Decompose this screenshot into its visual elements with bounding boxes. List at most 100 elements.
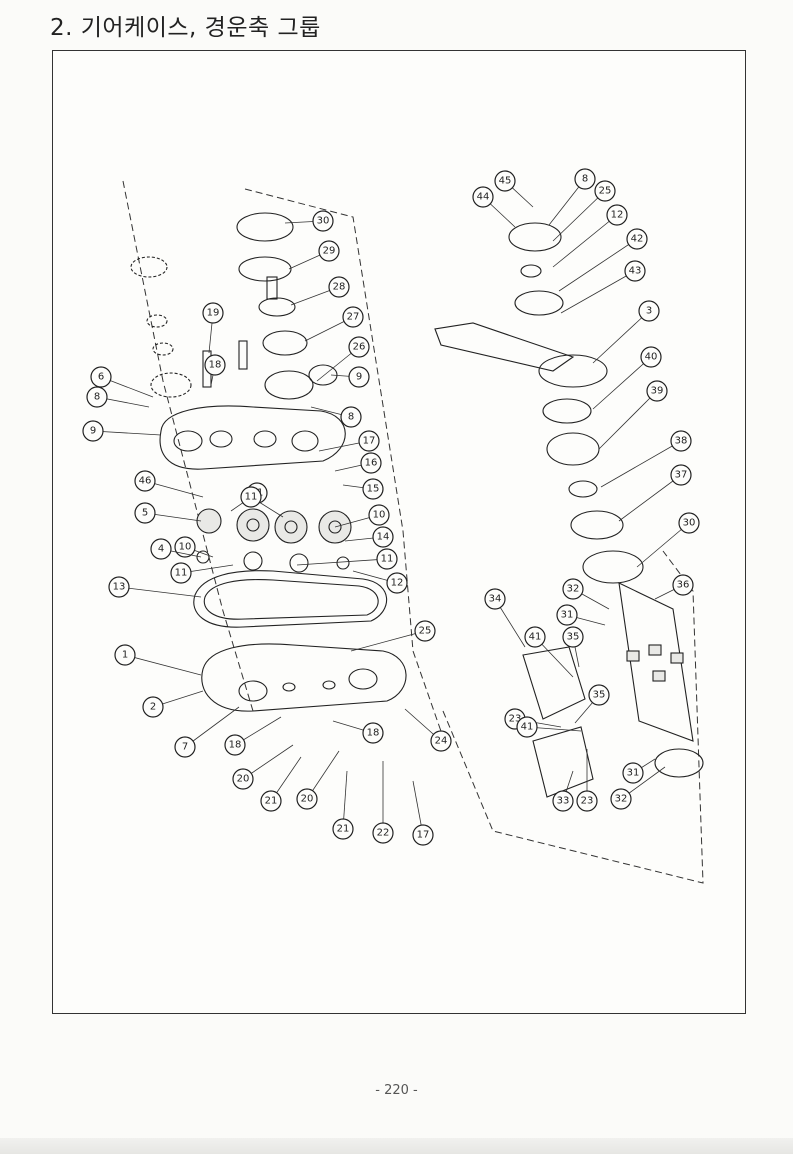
part-callout: 43 (560, 260, 646, 314)
part-callout: 3 (592, 300, 660, 364)
callout-number: 21 (265, 796, 278, 807)
part-callout: 17 (412, 780, 434, 846)
callout-leader-line (118, 586, 202, 598)
callout-leader-line (92, 430, 162, 436)
part-callout: 26 (316, 336, 370, 382)
gear-case-lower (201, 643, 407, 712)
callout-number: 43 (629, 266, 642, 277)
callout-circle (556, 604, 578, 626)
callout-number: 8 (582, 174, 588, 185)
callout-number: 18 (209, 360, 222, 371)
part-callout: 32 (562, 578, 610, 610)
gear-case-cover-upper (159, 405, 346, 470)
callout-number: 13 (113, 582, 126, 593)
shaft-axis-line (122, 180, 254, 712)
part-callout: 18 (332, 720, 384, 744)
callout-circle (646, 380, 668, 402)
part-callout: 7 (174, 706, 240, 758)
callout-circle (640, 346, 662, 368)
part-callout: 11 (296, 548, 398, 570)
scan-bottom-strip (0, 1138, 793, 1154)
exploded-parts-diagram: 3029282726981918689171615111146510101441… (82, 168, 704, 884)
callout-number: 15 (367, 484, 380, 495)
callout-leader-line (560, 270, 636, 314)
callout-circle (562, 626, 584, 648)
callout-circle (670, 464, 692, 486)
callout-leader-line (618, 474, 682, 522)
part-callout: 6 (90, 366, 154, 398)
callout-circle (574, 168, 596, 190)
callout-number: 18 (367, 728, 380, 739)
part-callout: 31 (622, 758, 656, 784)
callout-leader-line (558, 238, 638, 292)
part-callout: 36 (654, 574, 694, 600)
callout-number: 40 (645, 352, 658, 363)
callout-circle (358, 430, 380, 452)
callout-circle (622, 762, 644, 784)
part-callout: 8 (548, 168, 596, 226)
callout-number: 21 (337, 824, 350, 835)
callout-leader-line (636, 522, 690, 568)
callout-circle (412, 824, 434, 846)
callout-number: 31 (561, 610, 574, 621)
callout-number: 2 (150, 702, 156, 713)
callout-circle (174, 536, 196, 558)
callout-number: 23 (581, 796, 594, 807)
part-callout: 21 (260, 756, 302, 812)
callout-number: 46 (139, 476, 152, 487)
callout-number: 32 (567, 584, 580, 595)
part-callout: 42 (558, 228, 648, 292)
callout-number: 33 (557, 796, 570, 807)
part-callout: 16 (334, 452, 382, 474)
part-callout: 45 (494, 170, 534, 208)
callout-circle (588, 684, 610, 706)
callout-number: 41 (521, 722, 534, 733)
part-callout: 12 (552, 204, 628, 268)
callout-number: 17 (417, 830, 430, 841)
callout-number: 9 (90, 426, 96, 437)
part-callout: 37 (618, 464, 692, 522)
part-callout: 41 (516, 716, 582, 738)
callout-number: 10 (179, 542, 192, 553)
callout-leader-line (184, 706, 240, 748)
callout-circle (296, 788, 318, 810)
callout-circle (576, 790, 598, 812)
callout-number: 10 (373, 510, 386, 521)
callout-number: 17 (363, 436, 376, 447)
part-callout: 18 (224, 716, 282, 756)
callout-circle (312, 210, 334, 232)
part-callout: 28 (290, 276, 350, 306)
callout-circle (260, 790, 282, 812)
rotor-shaft-assembly (434, 222, 704, 798)
callout-circle (372, 526, 394, 548)
callout-number: 30 (683, 518, 696, 529)
part-callout: 27 (304, 306, 364, 342)
callout-number: 20 (237, 774, 250, 785)
callout-number: 44 (477, 192, 490, 203)
callout-number: 28 (333, 282, 346, 293)
callout-circle (328, 276, 350, 298)
callout-circle (376, 548, 398, 570)
callout-number: 24 (435, 736, 448, 747)
callout-leader-line (592, 356, 652, 410)
callout-number: 7 (182, 742, 188, 753)
part-callout: 8 (86, 386, 150, 408)
callout-circle (494, 170, 516, 192)
callout-circle (368, 504, 390, 526)
shaft-exploded-parts (130, 256, 192, 398)
callout-circle (150, 538, 172, 560)
callout-number: 25 (419, 626, 432, 637)
callout-circle (524, 626, 546, 648)
callout-leader-line (296, 558, 388, 566)
callout-number: 12 (611, 210, 624, 221)
callout-circle (362, 478, 384, 500)
part-callout: 14 (344, 526, 394, 548)
part-callout: 25 (350, 620, 436, 652)
part-callout: 23 (576, 749, 598, 812)
callout-circle (342, 306, 364, 328)
part-callout: 31 (556, 604, 606, 626)
part-callout: 30 (284, 210, 334, 232)
part-callout: 8 (310, 406, 362, 428)
callout-number: 38 (675, 436, 688, 447)
part-callout: 20 (296, 750, 340, 810)
